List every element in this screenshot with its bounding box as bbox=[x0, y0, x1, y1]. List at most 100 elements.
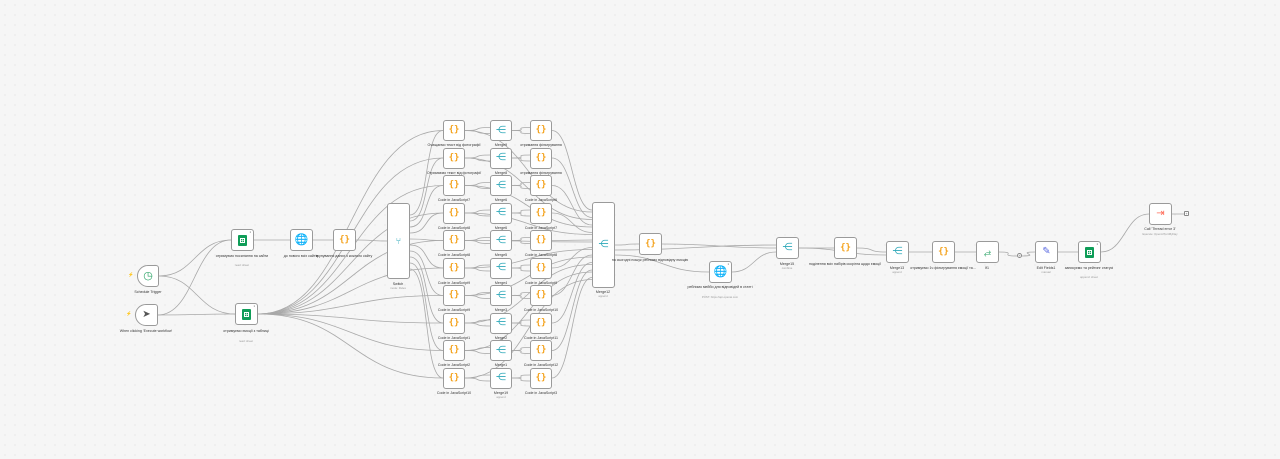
node-label: Code in JavaScript12 bbox=[523, 363, 559, 367]
code-icon: {} bbox=[448, 317, 460, 328]
node-label: Code in JavaScript10 bbox=[523, 308, 559, 312]
group-data-code-node[interactable]: {} bbox=[333, 229, 356, 251]
connection-line bbox=[511, 322, 531, 327]
code-column-b-node[interactable]: {} bbox=[530, 257, 552, 279]
node-label: Merge8 bbox=[494, 170, 508, 175]
connection-line bbox=[409, 262, 444, 351]
connection-line bbox=[464, 130, 593, 213]
switch-node[interactable]: ⑂ bbox=[387, 203, 410, 279]
connection-line bbox=[551, 130, 593, 211]
merge-column-node[interactable]: ⋲ bbox=[490, 175, 512, 196]
edit-fields-node[interactable]: ✎ bbox=[1035, 241, 1058, 263]
fetch-sites-http-node[interactable]: 🌐 bbox=[290, 229, 313, 251]
code-column-a-node[interactable]: {} bbox=[443, 285, 465, 306]
connection-line bbox=[464, 267, 491, 272]
get-sites-sheet-node[interactable]: 1 bbox=[231, 229, 254, 251]
pencil-icon: ✎ bbox=[1042, 246, 1051, 257]
code-icon: {} bbox=[535, 317, 547, 328]
add-node-button[interactable]: + bbox=[1017, 253, 1022, 258]
code-column-b-node[interactable]: {} bbox=[530, 340, 552, 361]
code-icon: {} bbox=[448, 235, 460, 245]
merge-column-node[interactable]: ⋲ bbox=[490, 120, 512, 141]
trigger-bolt-icon: ⚡ bbox=[128, 272, 134, 277]
connection-line bbox=[355, 239, 388, 242]
merge-column-node[interactable]: ⋲ bbox=[490, 367, 512, 389]
connection-line bbox=[158, 275, 236, 315]
connection-line bbox=[464, 185, 593, 228]
connection-line bbox=[464, 237, 491, 241]
code-column-a-node[interactable]: {} bbox=[443, 230, 465, 251]
node-subtitle: read: sheet bbox=[235, 263, 249, 267]
connection-line bbox=[257, 313, 444, 351]
merge-column-node[interactable]: ⋲ bbox=[490, 285, 512, 306]
connection-line bbox=[998, 251, 1018, 257]
code-column-b-node[interactable]: {} bbox=[530, 120, 552, 141]
connection-line bbox=[157, 313, 236, 316]
node-label: Code in JavaScript8 bbox=[437, 225, 471, 230]
code-column-a-node[interactable]: {} bbox=[443, 340, 465, 361]
connection-line bbox=[257, 313, 444, 379]
merge12-node[interactable]: ⋲ bbox=[592, 202, 615, 288]
connection-line bbox=[511, 264, 531, 269]
connection-line bbox=[257, 130, 444, 315]
code-icon: {} bbox=[448, 207, 460, 218]
merge-column-node[interactable]: ⋲ bbox=[490, 340, 512, 361]
merge-column-node[interactable]: ⋲ bbox=[490, 257, 512, 279]
connection-line bbox=[464, 322, 491, 327]
code-column-a-node[interactable]: {} bbox=[443, 257, 465, 279]
code-icon: {} bbox=[448, 152, 460, 163]
merge15-node[interactable]: ⋲ bbox=[776, 237, 799, 259]
connection-line bbox=[257, 212, 444, 315]
node-subtitle: append bbox=[598, 294, 608, 298]
node-label: Merge9 bbox=[494, 143, 508, 147]
merge-column-node[interactable]: ⋲ bbox=[490, 312, 512, 334]
merge-column-node[interactable]: ⋲ bbox=[490, 147, 512, 169]
connection-line bbox=[511, 154, 531, 159]
openai-request-http-node[interactable]: 🌐 1 bbox=[709, 261, 732, 283]
code-column-b-node[interactable]: {} bbox=[530, 175, 552, 196]
schedule-trigger-node[interactable]: ◷ bbox=[137, 265, 159, 287]
merge-icon: ⋲ bbox=[892, 246, 903, 257]
code-column-b-node[interactable]: {} bbox=[530, 147, 552, 169]
code-column-b-node[interactable]: {} bbox=[530, 230, 552, 251]
call-workflow-node[interactable]: ⇥ bbox=[1149, 203, 1172, 225]
code-column-b-node[interactable]: {} bbox=[530, 312, 552, 334]
add-node-button[interactable]: + bbox=[1184, 211, 1189, 216]
merge-icon: ⋲ bbox=[496, 234, 506, 246]
connection-line bbox=[511, 267, 531, 272]
connection-line bbox=[511, 127, 531, 131]
node-label: Очищаємо текст від фотографії bbox=[427, 143, 481, 147]
connection-line bbox=[551, 277, 593, 379]
merge-column-node[interactable]: ⋲ bbox=[490, 202, 512, 224]
trigger-bolt-icon: ⚡ bbox=[126, 311, 132, 316]
emotion-search-code-node[interactable]: {} bbox=[639, 233, 662, 255]
connection-line bbox=[511, 374, 531, 379]
write-rating-sheet-node[interactable]: 1 bbox=[1078, 241, 1101, 263]
node-label: отримання фільтрування bbox=[520, 170, 562, 175]
if1-node[interactable]: ⥄ bbox=[976, 241, 999, 263]
code-column-a-node[interactable]: {} bbox=[443, 175, 465, 196]
manual-trigger-node[interactable]: ➤ bbox=[135, 304, 158, 326]
code-column-a-node[interactable]: {} bbox=[443, 147, 465, 169]
node-label: Code in JavaScript9 bbox=[437, 280, 471, 285]
code-column-b-node[interactable]: {} bbox=[530, 202, 552, 224]
code-column-b-node[interactable]: {} bbox=[530, 285, 552, 306]
node-label: Merge2 bbox=[494, 335, 508, 340]
get-emotions-sheet-node[interactable]: 1 bbox=[235, 303, 258, 325]
node-label: Code in JavaScript11 bbox=[524, 335, 558, 340]
code-column-a-node[interactable]: {} bbox=[443, 120, 465, 141]
filter-emotions-code-node[interactable]: {} bbox=[932, 241, 955, 263]
code-column-a-node[interactable]: {} bbox=[443, 312, 465, 334]
code-column-a-node[interactable]: {} bbox=[443, 202, 465, 224]
merge-column-node[interactable]: ⋲ bbox=[490, 230, 512, 251]
merge13-node[interactable]: ⋲ bbox=[886, 241, 909, 263]
split-scoring-code-node[interactable]: {} bbox=[834, 237, 857, 259]
code-column-a-node[interactable]: {} bbox=[443, 367, 465, 389]
connection-line bbox=[409, 157, 444, 222]
code-icon: {} bbox=[535, 372, 547, 383]
node-label: Code in JavaScript6 bbox=[524, 198, 558, 202]
node-subtitle: POST: https://api.openai.com bbox=[701, 295, 739, 299]
code-column-b-node[interactable]: {} bbox=[530, 367, 552, 389]
merge-icon: ⋲ bbox=[496, 179, 506, 191]
